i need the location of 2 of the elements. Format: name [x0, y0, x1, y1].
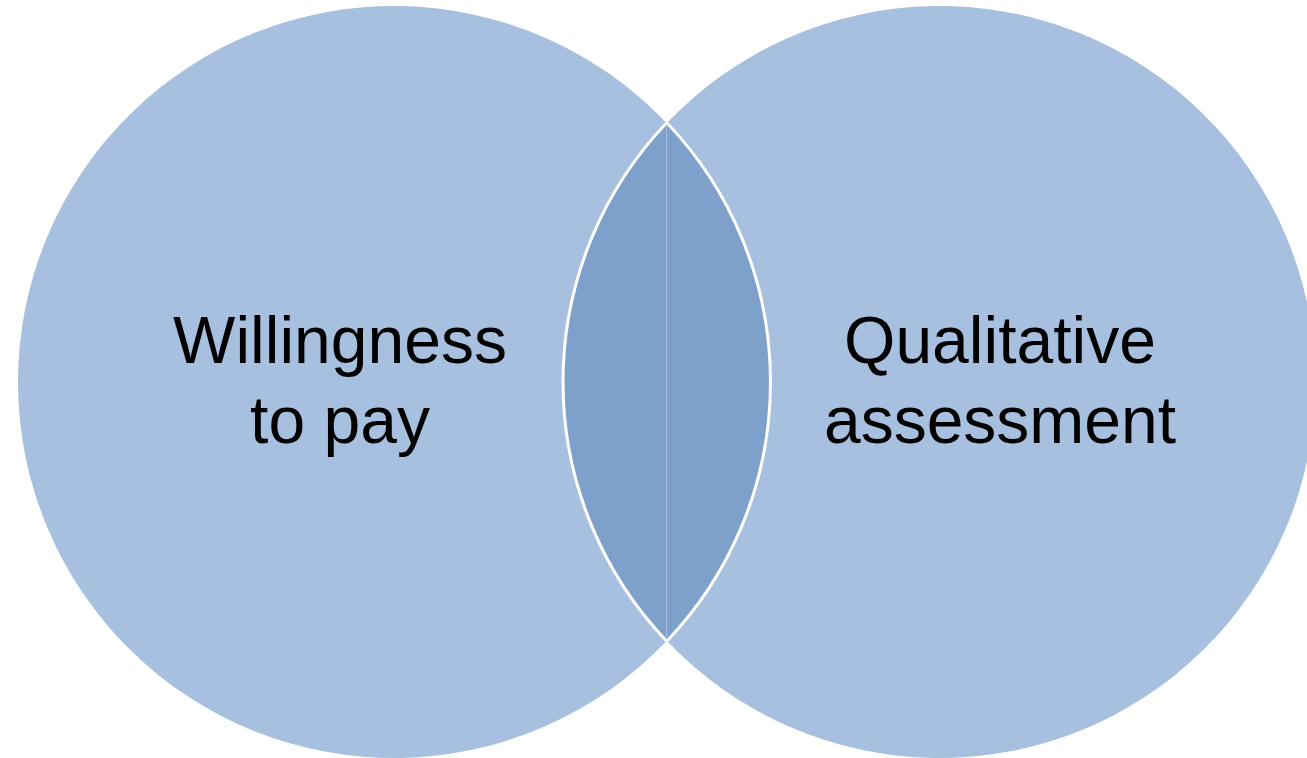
circle-label: Willingness to pay: [172, 302, 508, 459]
circle-label: Qualitative assessment: [822, 302, 1178, 459]
